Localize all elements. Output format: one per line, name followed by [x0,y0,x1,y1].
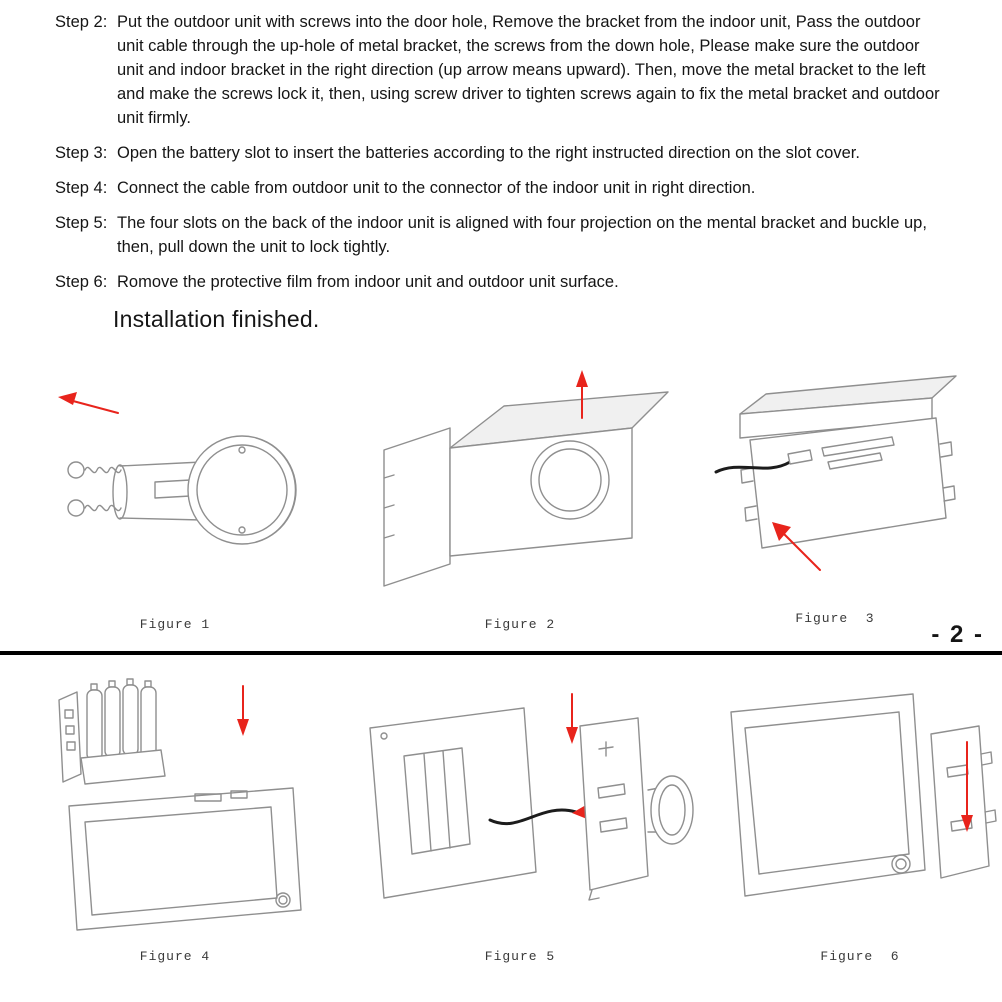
installation-steps: Step 2: Put the outdoor unit with screws… [55,10,947,305]
page-number: - 2 - [931,621,984,648]
figure-2: Figure 2 [370,358,670,632]
step-5-label: Step 5: [55,214,108,232]
step-2-text: Put the outdoor unit with screws into th… [117,13,940,127]
step-4: Step 4: Connect the cable from outdoor u… [55,176,947,200]
step-4-label: Step 4: [55,179,108,197]
step-3-text: Open the battery slot to insert the batt… [117,144,860,162]
figure-6: Figure 6 [715,672,1002,964]
step-6-text: Romove the protective film from indoor u… [117,273,619,291]
red-arrow-icon [961,741,973,832]
figure-5-caption: Figure 5 [484,949,556,964]
red-arrow-icon [237,685,249,736]
figure-5: Figure 5 [340,672,700,964]
step-5-text: The four slots on the back of the indoor… [117,214,927,256]
figure-6-caption: Figure 6 [820,949,900,964]
red-arrow-icon [772,522,821,571]
installation-finished-heading: Installation finished. [113,306,320,332]
red-arrow-icon [576,370,588,419]
figure-3-metal-bracket-drawing [714,375,957,571]
figure-1-outdoor-unit-drawing [58,392,297,545]
step-2: Step 2: Put the outdoor unit with screws… [55,10,947,130]
figure-4-caption: Figure 4 [139,949,211,964]
figure-1: Figure 1 [40,358,310,632]
step-3-label: Step 3: [55,144,108,162]
figure-3: Figure 3 [700,356,970,626]
step-5: Step 5: The four slots on the back of th… [55,211,947,259]
step-4-text: Connect the cable from outdoor unit to t… [117,179,756,197]
step-2-label: Step 2: [55,13,108,31]
step-6: Step 6: Romove the protective film from … [55,270,947,294]
red-arrow-icon [566,693,578,744]
figure-1-caption: Figure 1 [139,617,211,632]
figure-2-caption: Figure 2 [484,617,556,632]
figure-4-batteries-drawing [58,678,302,931]
step-3: Step 3: Open the battery slot to insert … [55,141,947,165]
red-arrow-icon [58,392,119,414]
figure-6-mount-indoor-unit-drawing [730,693,997,897]
figure-5-cable-connection-drawing [369,693,694,901]
figure-3-caption: Figure 3 [795,611,875,626]
section-divider [0,651,1002,655]
figure-4: Figure 4 [45,672,305,964]
step-6-label: Step 6: [55,273,108,291]
figure-2-door-mount-drawing [383,370,669,587]
